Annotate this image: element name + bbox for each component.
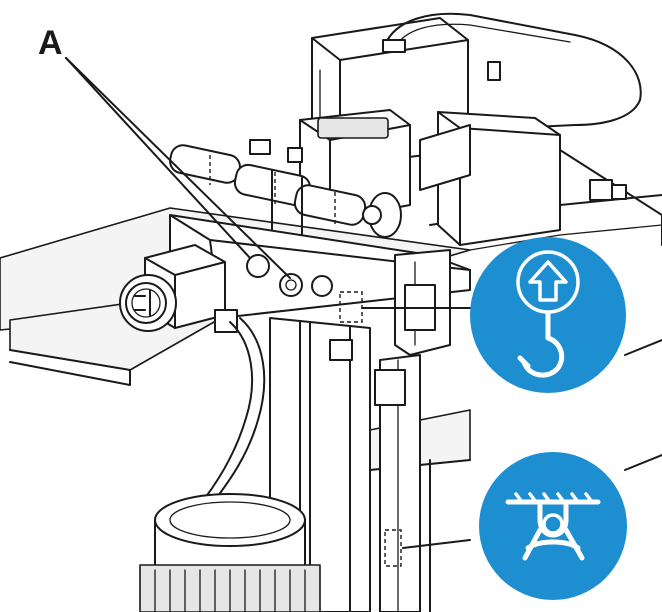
leader-line-a-2	[65, 57, 291, 279]
electrical-connector	[119, 244, 238, 333]
sling-symbol-background	[479, 452, 627, 600]
right-bracket	[419, 111, 627, 246]
lifting-hole	[246, 254, 270, 278]
symbol-leaders	[361, 307, 662, 549]
leader-line-a-1	[65, 57, 251, 259]
crane-hook-lifting-icon	[470, 237, 626, 393]
callout-a-label: A	[38, 24, 63, 62]
callout-a: A	[38, 24, 291, 279]
leader-line-sling	[402, 539, 471, 549]
lifting-hole	[279, 273, 303, 297]
valve-block	[169, 109, 411, 249]
motor	[139, 493, 321, 612]
lifting-hole	[311, 275, 333, 297]
hose	[204, 317, 266, 501]
sling-attachment-icon	[479, 452, 627, 600]
